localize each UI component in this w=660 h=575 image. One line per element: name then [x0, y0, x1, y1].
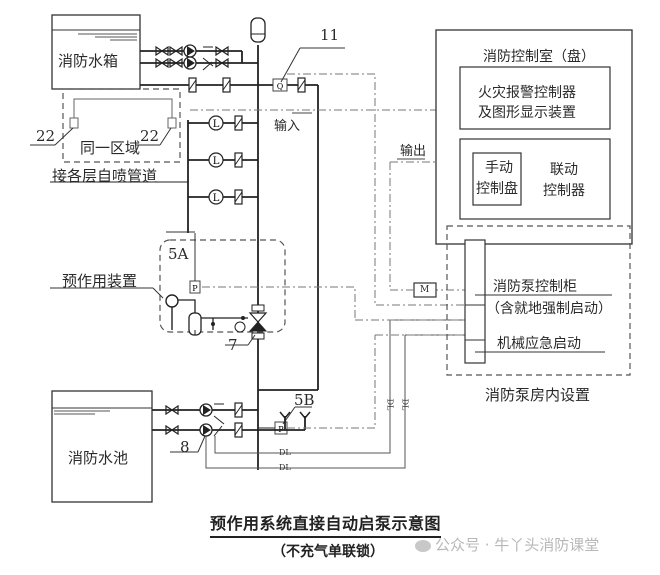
water-pool: [51, 390, 153, 503]
pump-room-label: 消防泵房内设置: [485, 386, 591, 404]
dl-label-4: DL: [400, 398, 410, 411]
control-room-label: 消防控制室（盘）: [483, 49, 595, 65]
pump-cabinet-label: 消防泵控制柜: [493, 279, 577, 295]
motor-box: [413, 282, 437, 298]
tank-pump-icon: [183, 44, 197, 58]
water-pool-label: 消防水池: [68, 449, 129, 467]
wechat-icon: [415, 539, 431, 552]
dl-label-3: DL: [385, 398, 395, 411]
dl-label-1: DL: [279, 448, 291, 457]
mechanical-start-label[interactable]: 机械应急启动: [497, 336, 581, 352]
signal-output-label: 输出: [400, 144, 427, 159]
same-zone-label: 同一区域: [80, 139, 141, 157]
water-tank: [51, 14, 141, 90]
same-zone-box: [30, 88, 181, 163]
linkage-controller-line1: 联动: [550, 162, 578, 178]
tank-pipes: [140, 45, 319, 470]
dl-cables: [205, 319, 465, 469]
tag-detector-right: 22: [140, 127, 160, 145]
tag-flow-switch: 11: [320, 26, 340, 44]
signal-lines: [190, 73, 465, 429]
tag-pressure-switch-5b: 5B: [294, 391, 315, 409]
svg-text:Q: Q: [277, 82, 284, 91]
tag-pressure-switch-5a: 5A: [168, 245, 189, 263]
manual-panel-line2[interactable]: 控制盘: [476, 181, 518, 197]
water-tank-label: 消防水箱: [58, 52, 119, 70]
tag-preaction-valve: 7: [228, 336, 238, 354]
svg-text:P: P: [192, 284, 198, 293]
tag-detector-left: 22: [36, 127, 56, 145]
flow-switch: Q: [272, 47, 345, 92]
diagram-title: 预作用系统直接自动启泵示意图: [210, 510, 442, 538]
fire-alarm-controller-line1: 火灾报警控制器: [478, 85, 576, 101]
diagram-subtitle: （不充气单联锁）: [272, 544, 384, 560]
motor-label: M: [420, 285, 430, 295]
pump-room-box: [446, 225, 631, 376]
sprinkler-pipes-label: 接各层自喷管道: [52, 167, 158, 185]
dl-label-2: DL: [279, 463, 291, 472]
preaction-device-box: P: [50, 231, 286, 346]
tag-fire-pump: 8: [180, 438, 190, 456]
fire-alarm-controller-line2: 及图形显示装置: [478, 105, 576, 121]
control-room-box: [435, 29, 633, 245]
watermark-text: 公众号 · 牛丫头消防课堂: [435, 536, 600, 554]
watermark: 公众号 · 牛丫头消防课堂: [415, 534, 599, 555]
signal-input-label: 输入: [274, 119, 301, 134]
tank-pump-icon: [183, 56, 197, 70]
pressure-tank-icon: [250, 17, 266, 43]
preaction-device-label: 预作用装置: [62, 272, 138, 290]
manual-panel-line1[interactable]: 手动: [485, 160, 513, 176]
linkage-controller-line2: 控制器: [543, 183, 585, 199]
pump-cabinet-note: （含就地强制启动）: [486, 301, 612, 317]
